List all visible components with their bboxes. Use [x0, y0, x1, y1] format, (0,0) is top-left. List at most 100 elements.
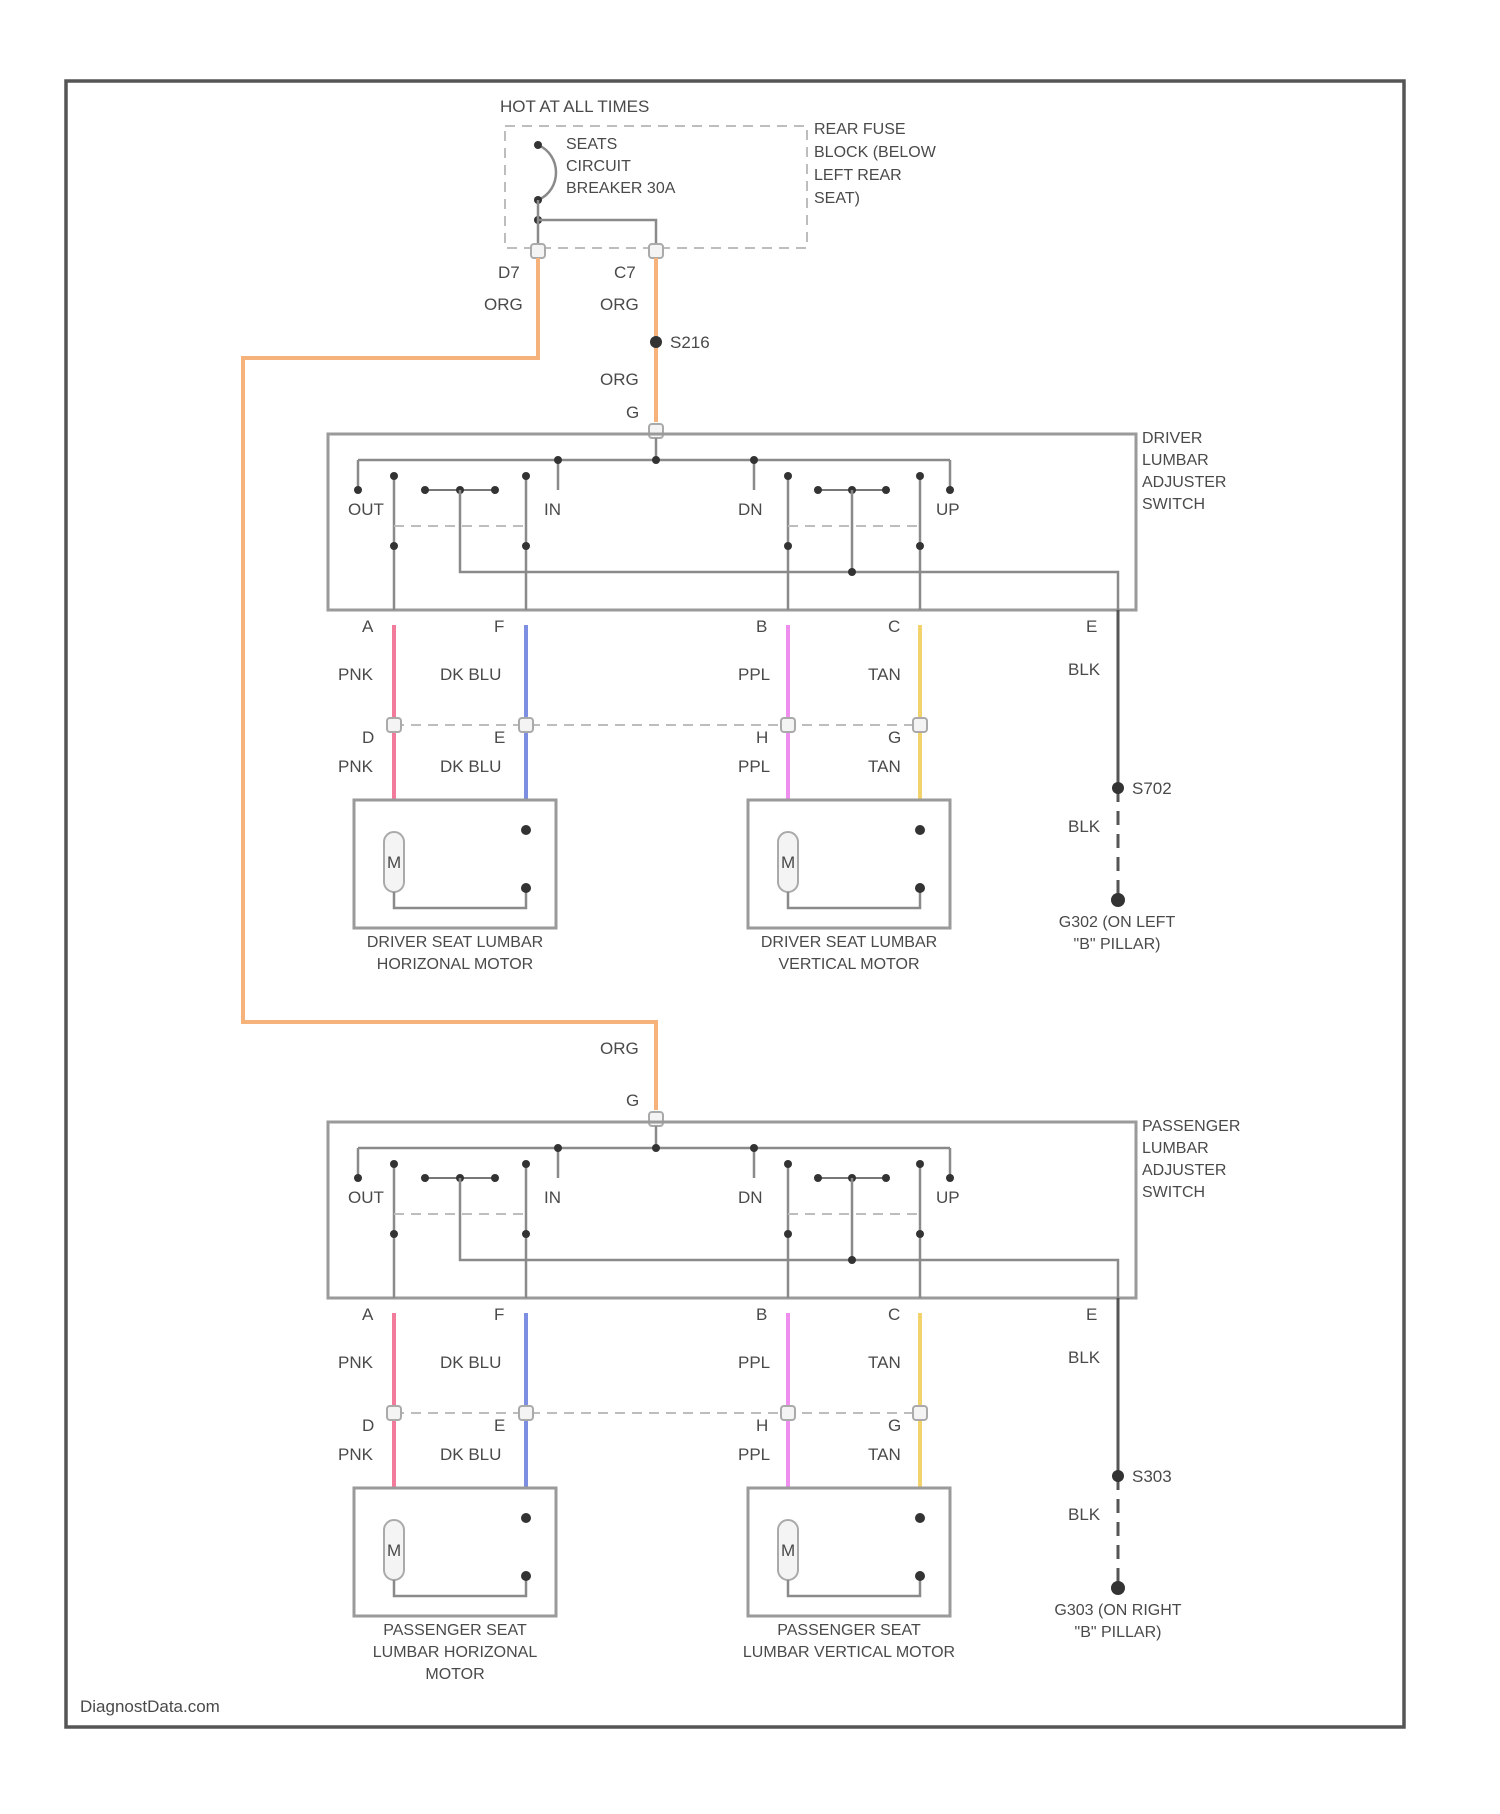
- watermark: DiagnostData.com: [80, 1697, 220, 1716]
- driver-blk-label-bottom: BLK: [1068, 817, 1101, 836]
- connector-d7: [531, 244, 545, 258]
- driver-connector-g: [649, 424, 663, 438]
- passenger-contact-3: [750, 1144, 758, 1152]
- passenger-gnd-c6: [882, 1174, 890, 1182]
- passenger-tan-label-bottom: TAN: [868, 1445, 901, 1464]
- driver-pin-e-bottom: E: [494, 728, 505, 747]
- driver-pos-dn: DN: [738, 500, 763, 519]
- passenger-pnk-label-bottom: PNK: [338, 1445, 374, 1464]
- passenger-pin-e-ground: E: [1086, 1305, 1097, 1324]
- driver-pin-f: F: [494, 617, 504, 636]
- driver-ground-label: G302 (ON LEFT "B" PILLAR): [1058, 912, 1176, 956]
- circuit-breaker-icon: [538, 145, 556, 200]
- passenger-v-motor-loop: [788, 1576, 920, 1596]
- driver-pos-out: OUT: [348, 500, 384, 519]
- driver-h-motor-term2: [521, 883, 531, 893]
- passenger-pin-f: F: [494, 1305, 504, 1324]
- passenger-splice-dot: [1112, 1470, 1124, 1482]
- driver-h-motor-term1: [521, 825, 531, 835]
- passenger-conn-h: [781, 1406, 795, 1420]
- passenger-switch-label: PASSENGER LUMBAR ADJUSTER SWITCH: [1142, 1116, 1277, 1204]
- driver-gnd-c3: [491, 486, 499, 494]
- passenger-lever-a-pivot: [390, 1160, 398, 1168]
- driver-tan-label-bottom: TAN: [868, 757, 901, 776]
- hot-at-all-times-label: HOT AT ALL TIMES: [500, 97, 649, 116]
- diagram-frame: [66, 81, 1404, 1727]
- driver-pin-b: B: [756, 617, 767, 636]
- passenger-pin-a: A: [362, 1305, 374, 1324]
- passenger-v-motor-label-box: PASSENGER SEAT LUMBAR VERTICAL MOTOR: [734, 1620, 964, 1700]
- driver-v-motor-term2: [915, 883, 925, 893]
- driver-contact-1: [354, 486, 362, 494]
- driver-v-motor-loop: [788, 888, 920, 908]
- passenger-dkblu-label-bottom: DK BLU: [440, 1445, 501, 1464]
- passenger-lever-c-pivot: [916, 1160, 924, 1168]
- driver-conn-h: [781, 718, 795, 732]
- passenger-pnk-label-top: PNK: [338, 1353, 374, 1372]
- driver-lever-a-node: [390, 542, 398, 550]
- passenger-v-motor-m: M: [781, 1541, 795, 1560]
- passenger-ground-label-box: G303 (ON RIGHT "B" PILLAR): [1054, 1600, 1188, 1680]
- passenger-v-motor-label: PASSENGER SEAT LUMBAR VERTICAL MOTOR: [734, 1620, 964, 1664]
- breaker-label-box: SEATS CIRCUIT BREAKER 30A: [566, 134, 726, 214]
- passenger-bus-node: [652, 1144, 660, 1152]
- passenger-h-motor-term2: [521, 1571, 531, 1581]
- driver-lever-c-node: [916, 542, 924, 550]
- passenger-pos-in: IN: [544, 1188, 561, 1207]
- passenger-contact-1: [354, 1174, 362, 1182]
- driver-ppl-label-top: PPL: [738, 665, 770, 684]
- passenger-lever-f-node: [522, 1230, 530, 1238]
- driver-conn-d: [387, 718, 401, 732]
- driver-pin-e-ground: E: [1086, 617, 1097, 636]
- splice-s216-label: S216: [670, 333, 710, 352]
- driver-pin-g-bottom: G: [888, 728, 901, 747]
- passenger-contact-2: [554, 1144, 562, 1152]
- breaker-terminal-top: [534, 141, 542, 149]
- driver-v-motor-label: DRIVER SEAT LUMBAR VERTICAL MOTOR: [734, 932, 964, 976]
- org-label-passenger: ORG: [600, 1039, 639, 1058]
- driver-h-motor-m: M: [387, 853, 401, 872]
- driver-dkblu-label-top: DK BLU: [440, 665, 501, 684]
- driver-pnk-label-bottom: PNK: [338, 757, 374, 776]
- driver-tan-label-top: TAN: [868, 665, 901, 684]
- passenger-h-motor-label: PASSENGER SEAT LUMBAR HORIZONAL MOTOR: [340, 1620, 570, 1686]
- passenger-pos-up: UP: [936, 1188, 960, 1207]
- passenger-pin-c: C: [888, 1305, 900, 1324]
- org-label-driver: ORG: [600, 370, 639, 389]
- passenger-group: G PASSENGER LUMBAR ADJUSTER SWITCH: [328, 1091, 1302, 1700]
- driver-pin-h-bottom: H: [756, 728, 768, 747]
- driver-bus-node: [652, 456, 660, 464]
- passenger-contact-4: [946, 1174, 954, 1182]
- driver-splice-label: S702: [1132, 779, 1172, 798]
- driver-ground-label-box: G302 (ON LEFT "B" PILLAR): [1058, 912, 1188, 992]
- driver-lever-a-pivot: [390, 472, 398, 480]
- passenger-gnd-c3: [491, 1174, 499, 1182]
- passenger-lever-c-node: [916, 1230, 924, 1238]
- driver-dkblu-label-bottom: DK BLU: [440, 757, 501, 776]
- fuse-block-label-box: REAR FUSE BLOCK (BELOW LEFT REAR SEAT): [814, 118, 964, 268]
- passenger-lever-b-node: [784, 1230, 792, 1238]
- passenger-pin-g-bottom: G: [888, 1416, 901, 1435]
- passenger-ppl-label-bottom: PPL: [738, 1445, 770, 1464]
- driver-lever-f-pivot: [522, 472, 530, 480]
- splice-s216-dot: [650, 336, 662, 348]
- passenger-pin-b: B: [756, 1305, 767, 1324]
- passenger-lever-a-node: [390, 1230, 398, 1238]
- driver-gnd-c4: [814, 486, 822, 494]
- passenger-v-motor-term1: [915, 1513, 925, 1523]
- driver-pin-d-bottom: D: [362, 728, 374, 747]
- driver-v-motor-m: M: [781, 853, 795, 872]
- driver-splice-dot: [1112, 782, 1124, 794]
- driver-contact-4: [946, 486, 954, 494]
- passenger-pos-dn: DN: [738, 1188, 763, 1207]
- passenger-pin-g-label: G: [626, 1091, 639, 1110]
- passenger-conn-e: [519, 1406, 533, 1420]
- breaker-bus: [538, 220, 656, 250]
- driver-group: G DRIVER LUMBAR ADJUSTER SWITCH: [328, 403, 1292, 1012]
- driver-contact-2: [554, 456, 562, 464]
- driver-switch-label: DRIVER LUMBAR ADJUSTER SWITCH: [1142, 428, 1257, 516]
- passenger-pin-h-bottom: H: [756, 1416, 768, 1435]
- driver-ground-return-node: [848, 568, 856, 576]
- passenger-pin-e-bottom: E: [494, 1416, 505, 1435]
- driver-pin-a: A: [362, 617, 374, 636]
